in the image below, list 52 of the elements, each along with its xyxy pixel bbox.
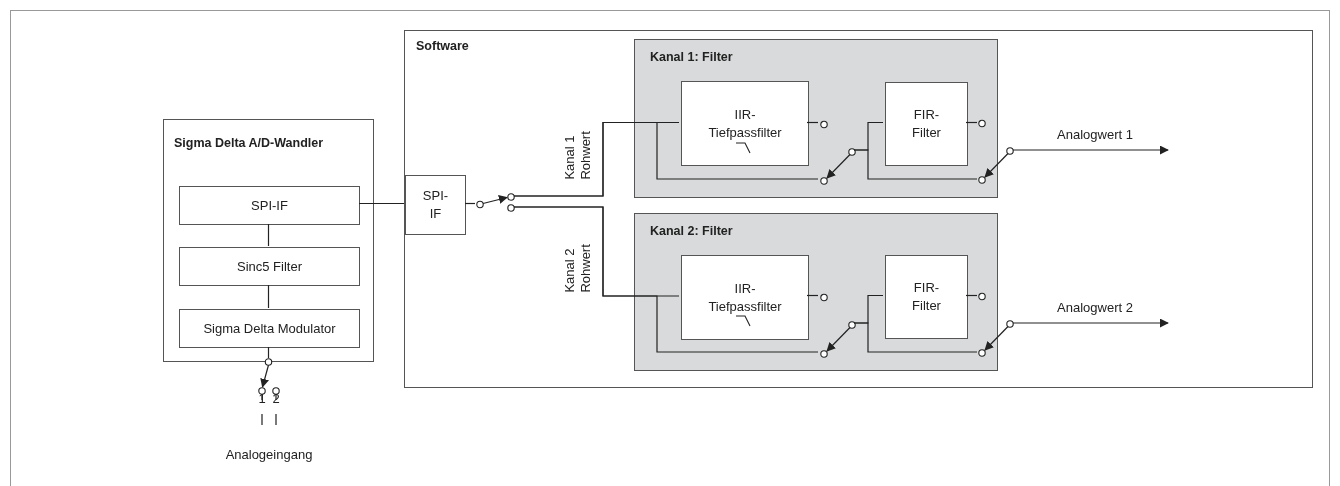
connector-line bbox=[267, 223, 270, 247]
signal-label: Analogeingang bbox=[224, 447, 314, 462]
box-text: IIR- Tiefpassfilter bbox=[707, 105, 783, 142]
connector-line bbox=[267, 284, 270, 309]
box-text: FIR- Filter bbox=[911, 279, 942, 315]
box-text: IIR- Tiefpassfilter bbox=[707, 279, 783, 316]
signal-label: Kanal 1 Rohwert bbox=[562, 130, 594, 180]
connector-line bbox=[806, 294, 819, 297]
signal-label: 2 bbox=[271, 391, 281, 406]
connector-line bbox=[806, 121, 819, 124]
connector-line bbox=[513, 206, 819, 353]
filter-channel-panel bbox=[634, 213, 998, 371]
connector-line bbox=[513, 121, 819, 197]
box-text: SPI-IF bbox=[251, 196, 288, 215]
box-heading: Sigma Delta A/D-Wandler bbox=[174, 136, 324, 150]
filter-channel-panel bbox=[634, 39, 998, 198]
process-box bbox=[179, 309, 360, 348]
box-text: Sinc5 Filter bbox=[237, 257, 302, 276]
connector-line bbox=[464, 202, 476, 205]
connector-line bbox=[1012, 318, 1169, 328]
connector-line bbox=[267, 346, 270, 359]
process-box bbox=[681, 81, 809, 166]
box-heading: Software bbox=[416, 39, 469, 53]
connector-line bbox=[965, 294, 978, 297]
switch-symbol bbox=[978, 293, 1014, 357]
box-text: FIR- Filter bbox=[911, 106, 942, 142]
box-heading: Kanal 2: Filter bbox=[650, 224, 733, 238]
process-box bbox=[885, 82, 968, 166]
connector-line bbox=[965, 121, 978, 124]
connector-line bbox=[1012, 145, 1169, 155]
switch-symbol bbox=[258, 358, 280, 395]
process-box bbox=[885, 255, 968, 339]
switch-symbol bbox=[820, 294, 856, 358]
switch-symbol bbox=[978, 120, 1014, 184]
switch-symbol bbox=[820, 121, 856, 185]
process-box bbox=[681, 255, 809, 340]
signal-label: Kanal 2 Rohwert bbox=[562, 243, 594, 293]
block-container bbox=[163, 119, 374, 362]
process-box bbox=[405, 175, 466, 235]
signal-label: 1 bbox=[257, 391, 267, 406]
connector-line bbox=[853, 322, 978, 353]
box-heading: Kanal 1: Filter bbox=[650, 50, 733, 64]
edge-label: Analogwert 1 bbox=[1056, 127, 1134, 142]
process-box bbox=[179, 247, 360, 286]
connector-line bbox=[853, 149, 978, 180]
switch-symbol bbox=[476, 193, 515, 212]
edge-label: Analogwert 2 bbox=[1056, 300, 1134, 315]
block-container bbox=[404, 30, 1313, 388]
process-box bbox=[179, 186, 360, 225]
connector-line bbox=[358, 202, 405, 205]
box-text: SPI- IF bbox=[421, 187, 450, 223]
box-text: Sigma Delta Modulator bbox=[203, 319, 336, 338]
